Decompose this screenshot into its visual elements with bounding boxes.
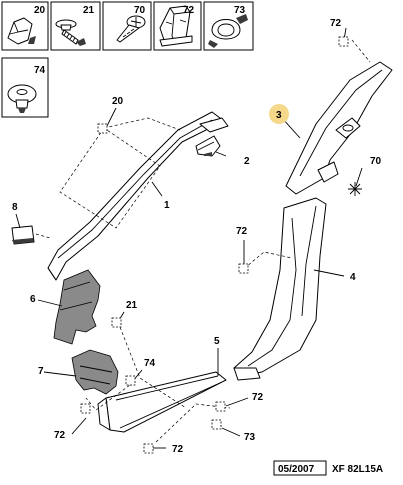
fastener-ref-73: 73 — [234, 5, 246, 16]
fastener-ref-20: 20 — [34, 5, 46, 16]
hose-clamp-icon — [208, 14, 248, 48]
screw-icon — [55, 19, 86, 46]
clip-icon — [7, 17, 36, 45]
fastener-box-72[interactable]: 72 — [153, 1, 202, 51]
trim-clip[interactable] — [195, 135, 221, 157]
callout-21[interactable]: 21 — [126, 300, 138, 311]
seal-pad[interactable] — [11, 225, 35, 245]
dashed-leaders — [35, 39, 371, 443]
callout-4[interactable]: 4 — [350, 272, 356, 283]
push-rivet-icon — [7, 84, 37, 113]
callout-72-top[interactable]: 72 — [330, 18, 342, 29]
callout-7[interactable]: 7 — [38, 366, 44, 377]
fastener-box-70[interactable]: 70 — [102, 1, 152, 51]
fastener-box-21[interactable]: 21 — [50, 1, 101, 51]
callout-2[interactable]: 2 — [244, 156, 250, 167]
callout-6[interactable]: 6 — [30, 294, 36, 305]
door-sill-trim[interactable] — [97, 371, 227, 433]
fastener-ref-21: 21 — [83, 5, 95, 16]
callout-3: 3 — [276, 110, 282, 121]
footer-reference: XF 82L15A — [332, 464, 383, 475]
fastener-ref-72: 72 — [183, 5, 195, 16]
screw-marker — [348, 182, 362, 196]
callout-8[interactable]: 8 — [12, 202, 18, 213]
callout-3-badge[interactable]: 3 — [269, 104, 289, 124]
callout-1[interactable]: 1 — [164, 200, 170, 211]
callout-72-bottom[interactable]: 72 — [172, 444, 184, 455]
self-tapping-screw-icon — [116, 15, 146, 43]
callout-72-right[interactable]: 72 — [252, 392, 264, 403]
footwell-insulation[interactable] — [71, 349, 119, 395]
fastener-box-73[interactable]: 73 — [203, 1, 254, 51]
footer-date: 05/2007 — [278, 464, 315, 475]
b-pillar-upper-trim[interactable] — [285, 61, 393, 195]
a-pillar-trim[interactable] — [47, 111, 229, 281]
callout-70[interactable]: 70 — [370, 156, 382, 167]
callout-74[interactable]: 74 — [144, 358, 156, 369]
callout-20[interactable]: 20 — [112, 96, 124, 107]
callout-3-highlight — [269, 104, 289, 124]
callout-72-mid[interactable]: 72 — [236, 226, 248, 237]
fastener-box-74[interactable]: 74 — [1, 57, 49, 118]
fastener-box-20[interactable]: 20 — [1, 1, 49, 51]
b-pillar-lower-trim[interactable] — [233, 197, 327, 381]
callout-73[interactable]: 73 — [244, 432, 256, 443]
fastener-ref-74: 74 — [34, 65, 46, 76]
footer: 05/2007 XF 82L15A — [273, 460, 383, 476]
plastic-clip-icon — [159, 5, 193, 47]
fastener-ref-70: 70 — [134, 5, 146, 16]
fixing-points — [80, 36, 349, 454]
callout-72-left[interactable]: 72 — [54, 430, 66, 441]
callout-5[interactable]: 5 — [214, 336, 220, 347]
lower-insulation-block[interactable] — [53, 269, 101, 345]
